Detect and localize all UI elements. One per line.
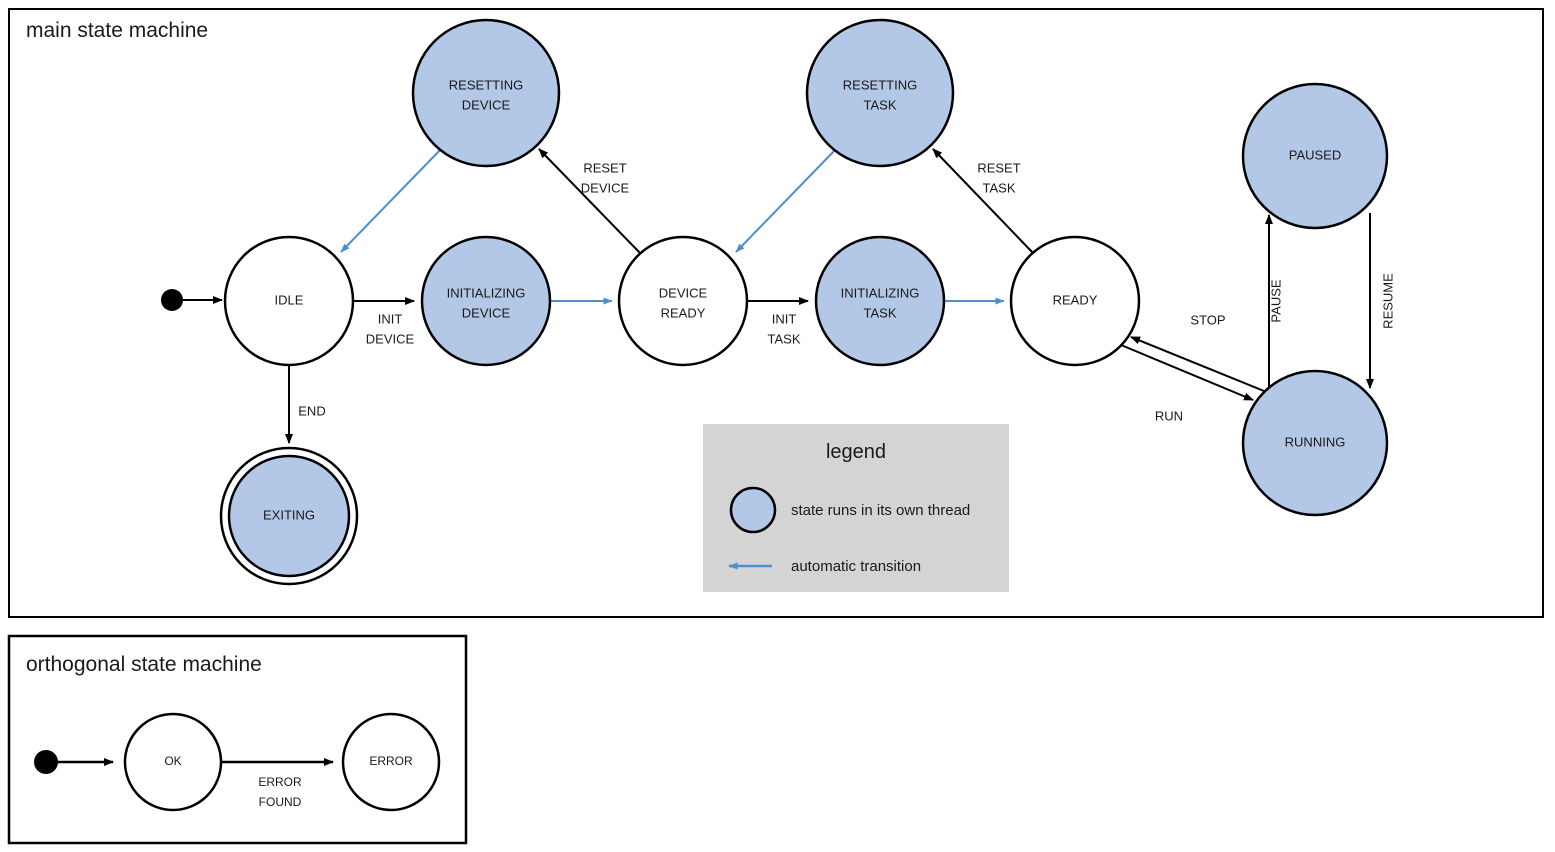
transition-label-error-found-2: FOUND — [259, 795, 302, 809]
state-idle-label: IDLE — [275, 292, 304, 307]
transition-label-run: RUN — [1155, 408, 1183, 423]
transition-label-error-found-1: ERROR — [258, 775, 302, 789]
state-resetting-task-label-2: TASK — [864, 97, 897, 112]
main-frame-title: main state machine — [26, 19, 208, 42]
transition-label-reset-task-2: TASK — [983, 180, 1016, 195]
state-initializing-device[interactable]: INITIALIZING DEVICE — [420, 235, 552, 367]
orthogonal-initial-state-marker — [34, 750, 58, 774]
legend-title: legend — [826, 441, 886, 463]
state-exiting-circle[interactable] — [227, 454, 351, 578]
state-ok-circle[interactable] — [123, 712, 223, 812]
transition-label-resume: RESUME — [1380, 273, 1395, 329]
legend-threaded-state-text: state runs in its own thread — [791, 502, 970, 519]
state-ready-label: READY — [1053, 292, 1098, 307]
state-idle-circle[interactable] — [223, 235, 355, 367]
legend: legend state runs in its own thread auto… — [703, 424, 1009, 592]
state-idle[interactable]: IDLE — [223, 235, 355, 367]
state-ready[interactable]: READY — [1009, 235, 1141, 367]
transition-resetting-task-to-device-ready — [735, 146, 839, 253]
state-ok[interactable]: OK — [123, 712, 223, 812]
state-ready-circle[interactable] — [1009, 235, 1141, 367]
transition-label-reset-device-2: DEVICE — [581, 180, 630, 195]
transition-ready-to-running — [1120, 344, 1254, 401]
state-initializing-device-label-2: DEVICE — [462, 305, 511, 320]
transition-label-init-task-1: INIT — [772, 311, 797, 326]
state-initializing-device-label-1: INITIALIZING — [447, 285, 526, 300]
state-error-circle[interactable] — [341, 712, 441, 812]
state-resetting-task-circle[interactable] — [805, 18, 955, 168]
transition-label-end: END — [298, 403, 325, 418]
transition-ready-to-resetting-task — [932, 148, 1034, 254]
state-initializing-task[interactable]: INITIALIZING TASK — [814, 235, 946, 367]
transition-label-reset-task-1: RESET — [977, 160, 1020, 175]
state-running[interactable]: RUNNING — [1241, 369, 1389, 517]
state-error-label: ERROR — [369, 754, 413, 768]
transition-resetting-device-to-idle — [340, 146, 444, 253]
transition-label-init-task-2: TASK — [768, 331, 801, 346]
state-paused[interactable]: PAUSED — [1241, 82, 1389, 230]
state-exiting[interactable]: EXITING — [219, 446, 359, 586]
state-device-ready-circle[interactable] — [617, 235, 749, 367]
state-ok-label: OK — [164, 754, 181, 768]
state-running-label: RUNNING — [1285, 434, 1346, 449]
transition-label-pause: PAUSE — [1268, 279, 1283, 322]
state-resetting-device[interactable]: RESETTING DEVICE — [411, 18, 561, 168]
state-resetting-device-circle[interactable] — [411, 18, 561, 168]
initial-state-marker — [161, 289, 183, 311]
transition-label-reset-device-1: RESET — [583, 160, 626, 175]
transition-running-to-ready — [1130, 336, 1265, 392]
state-exiting-label: EXITING — [263, 507, 315, 522]
state-error[interactable]: ERROR — [341, 712, 441, 812]
transition-device-ready-to-resetting-device — [538, 148, 641, 254]
transition-label-init-device-1: INIT — [378, 311, 403, 326]
state-running-circle[interactable] — [1241, 369, 1389, 517]
state-device-ready-label-1: DEVICE — [659, 285, 708, 300]
state-initializing-task-circle[interactable] — [814, 235, 946, 367]
legend-item-threaded-state: state runs in its own thread — [729, 486, 970, 534]
state-paused-label: PAUSED — [1289, 147, 1342, 162]
legend-auto-transition-text: automatic transition — [791, 558, 921, 575]
state-resetting-device-label-1: RESETTING — [449, 77, 523, 92]
state-initializing-task-label-2: TASK — [864, 305, 897, 320]
state-resetting-task[interactable]: RESETTING TASK — [805, 18, 955, 168]
state-resetting-task-label-1: RESETTING — [843, 77, 917, 92]
orthogonal-frame-title: orthogonal state machine — [26, 653, 262, 676]
state-initializing-device-circle[interactable] — [420, 235, 552, 367]
state-paused-circle[interactable] — [1241, 82, 1389, 230]
state-device-ready-label-2: READY — [661, 305, 706, 320]
state-device-ready[interactable]: DEVICE READY — [617, 235, 749, 367]
transition-label-stop: STOP — [1190, 312, 1225, 327]
transition-label-init-device-2: DEVICE — [366, 331, 415, 346]
state-resetting-device-label-2: DEVICE — [462, 97, 511, 112]
legend-item-auto-transition: automatic transition — [728, 558, 921, 575]
legend-threaded-state-icon — [729, 486, 777, 534]
state-initializing-task-label-1: INITIALIZING — [841, 285, 920, 300]
